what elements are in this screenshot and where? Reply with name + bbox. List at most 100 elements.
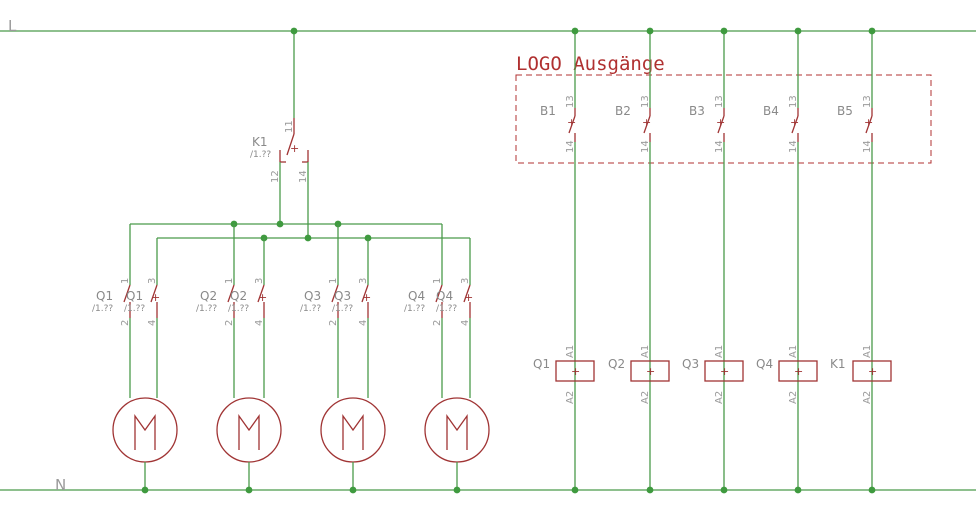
contactor-group-3: + Q3 Q3 /1.?? /1.?? 1 2 3 4 (300, 224, 371, 398)
rail-n-label: N (55, 476, 66, 494)
contact-pin: 2 (432, 320, 443, 326)
logo-branch-2: + B2 13 14 + Q2 A1 A2 (608, 27, 670, 494)
contact-pin: 3 (460, 278, 471, 284)
svg-text:+: + (151, 291, 160, 304)
junction (290, 27, 298, 35)
contact-name-b: Q4 (436, 289, 453, 303)
coil-mark: + (646, 365, 655, 378)
logo-pin: 13 (640, 95, 651, 108)
contact-ref-b: /1.?? (228, 304, 249, 314)
contact-name-b: Q2 (230, 289, 247, 303)
logo-branch-4: + B4 13 14 + Q4 A1 A2 (756, 27, 818, 494)
coil-name: Q2 (608, 357, 625, 371)
logo-output-name: B2 (615, 104, 631, 118)
logo-pin: 13 (788, 95, 799, 108)
svg-text:+: + (790, 116, 799, 129)
svg-text:+: + (258, 291, 267, 304)
logo-pin: 13 (862, 95, 873, 108)
contactor-group-2: + Q2 Q2 /1.?? /1.?? 1 2 3 4 (196, 224, 267, 398)
junction (276, 220, 284, 228)
k1-pin-11: 11 (284, 120, 295, 133)
motor-3 (320, 397, 386, 494)
contact-ref-b: /1.?? (124, 304, 145, 314)
logo-pin: 13 (565, 95, 576, 108)
svg-text:+: + (464, 291, 473, 304)
svg-text:+: + (716, 116, 725, 129)
logo-pin: 14 (565, 140, 576, 153)
contact-pin: 3 (358, 278, 369, 284)
contact-ref-b: /1.?? (436, 304, 457, 314)
svg-text:+: + (290, 142, 299, 155)
logo-branch-5: + B5 13 14 + K1 A1 A2 (830, 27, 892, 494)
rail-l-label: L (8, 17, 17, 35)
coil-pin: A1 (788, 345, 799, 358)
logo-pin: 14 (862, 140, 873, 153)
logo-branch-3: + B3 13 14 + Q3 A1 A2 (682, 27, 744, 494)
logo-output-name: B4 (763, 104, 779, 118)
contact-name-a: Q2 (200, 289, 217, 303)
k1-pin-14: 14 (298, 170, 309, 183)
relay-k1-contact: + K1 /1.?? 11 12 14 (250, 118, 309, 183)
coil-pin: A1 (714, 345, 725, 358)
svg-text:+: + (642, 116, 651, 129)
contact-pin: 4 (460, 320, 471, 326)
coil-pin: A2 (714, 391, 725, 404)
coil-mark: + (794, 365, 803, 378)
coil-pin: A2 (788, 391, 799, 404)
logo-box-title: LOGO Ausgänge (516, 53, 665, 75)
coil-pin: A1 (862, 345, 873, 358)
contact-pin: 3 (254, 278, 265, 284)
contactor-group-4: + Q4 Q4 /1.?? /1.?? 1 2 3 4 (404, 224, 473, 398)
contact-ref-b: /1.?? (332, 304, 353, 314)
contact-pin: 2 (328, 320, 339, 326)
svg-text:+: + (864, 116, 873, 129)
motor-1 (112, 397, 178, 494)
logo-output-name: B5 (837, 104, 853, 118)
coil-mark: + (868, 365, 877, 378)
contact-pin: 4 (358, 320, 369, 326)
contact-name-a: Q3 (304, 289, 321, 303)
contact-pin: 1 (432, 278, 443, 284)
logo-branch-1: + B1 13 14 + Q1 A1 A2 (533, 27, 595, 494)
contact-name-a: Q1 (96, 289, 113, 303)
logo-pin: 14 (640, 140, 651, 153)
motor-2 (216, 397, 282, 494)
contact-ref-a: /1.?? (92, 304, 113, 314)
k1-name: K1 (252, 135, 268, 149)
contact-pin: 4 (254, 320, 265, 326)
coil-pin: A2 (565, 391, 576, 404)
coil-name: Q3 (682, 357, 699, 371)
k1-pin-12: 12 (270, 170, 281, 183)
contact-ref-a: /1.?? (404, 304, 425, 314)
contact-pin: 4 (147, 320, 158, 326)
logo-pin: 14 (714, 140, 725, 153)
coil-pin: A1 (565, 345, 576, 358)
coil-mark: + (720, 365, 729, 378)
contact-ref-a: /1.?? (196, 304, 217, 314)
contact-pin: 2 (120, 320, 131, 326)
contact-name-a: Q4 (408, 289, 425, 303)
logo-pin: 14 (788, 140, 799, 153)
svg-text:+: + (567, 116, 576, 129)
contact-pin: 2 (224, 320, 235, 326)
coil-pin: A2 (862, 391, 873, 404)
logo-pin: 13 (714, 95, 725, 108)
contact-pin: 1 (328, 278, 339, 284)
contact-pin: 1 (120, 278, 131, 284)
logo-output-name: B3 (689, 104, 705, 118)
k1-ref: /1.?? (250, 150, 271, 160)
motor-4 (424, 397, 490, 494)
coil-q4 (778, 360, 818, 382)
coil-pin: A2 (640, 391, 651, 404)
coil-pin: A1 (640, 345, 651, 358)
coil-q2 (630, 360, 670, 382)
coil-name: Q4 (756, 357, 773, 371)
contact-pin: 3 (147, 278, 158, 284)
junction (304, 234, 312, 242)
contact-pin: 1 (224, 278, 235, 284)
contact-name-b: Q3 (334, 289, 351, 303)
contact-ref-a: /1.?? (300, 304, 321, 314)
logo-output-name: B1 (540, 104, 556, 118)
coil-name: K1 (830, 357, 846, 371)
